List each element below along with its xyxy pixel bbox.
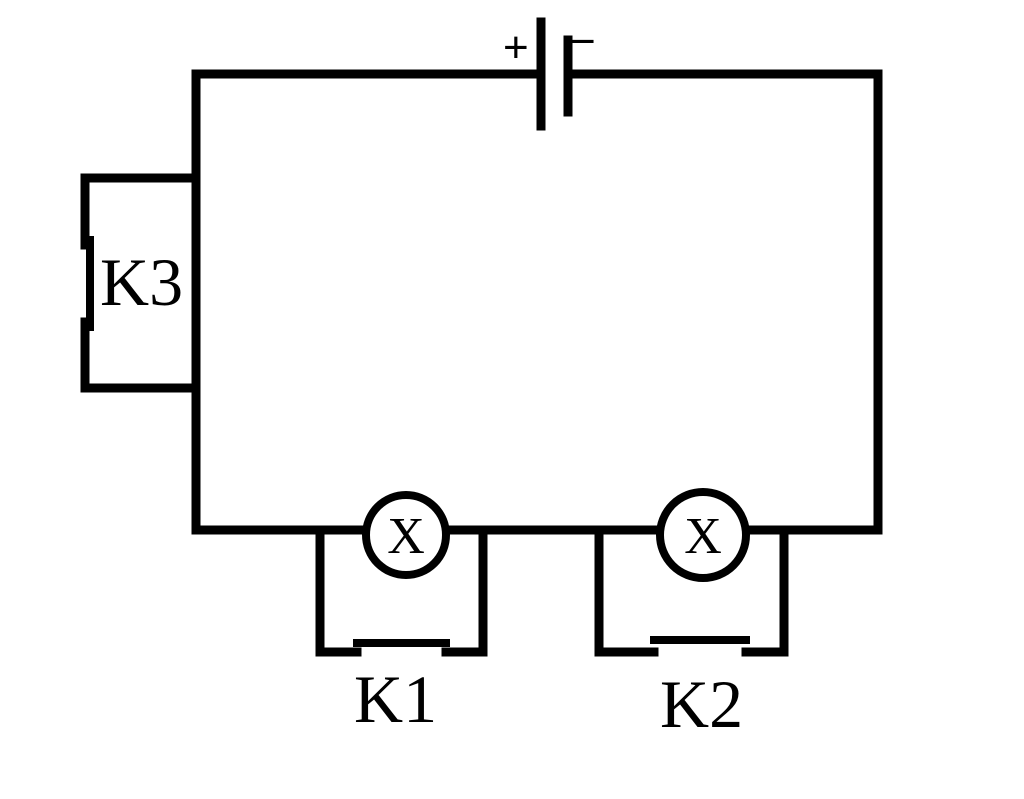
top-right-wire [563, 69, 883, 535]
k2-label: K2 [660, 666, 743, 742]
switch-k3: K3 [80, 173, 201, 393]
lamp-1-symbol: X [387, 508, 425, 565]
k1-branch-left [315, 525, 362, 657]
k2-branch-right [741, 525, 789, 657]
k1-branch-right [441, 525, 488, 657]
k3-label: K3 [100, 244, 183, 320]
k3-branch-lower [80, 317, 201, 393]
battery-plus-sign: + [503, 23, 529, 72]
lamp-2-circle [656, 488, 750, 582]
k3-branch-upper [80, 173, 201, 250]
battery: + − [503, 17, 596, 131]
switch-k1: K1 [315, 525, 488, 737]
lamp-1-circle [362, 491, 450, 579]
lamp-2: X [656, 488, 750, 582]
top-left-wire [191, 69, 546, 535]
lamp-2-symbol: X [684, 508, 722, 565]
battery-minus-sign: − [570, 17, 596, 66]
k2-branch-left [594, 525, 659, 657]
k1-label: K1 [354, 661, 437, 737]
lamp-1: X [362, 491, 450, 579]
switch-k2: K2 [594, 525, 789, 742]
main-loop-wires [191, 69, 883, 535]
